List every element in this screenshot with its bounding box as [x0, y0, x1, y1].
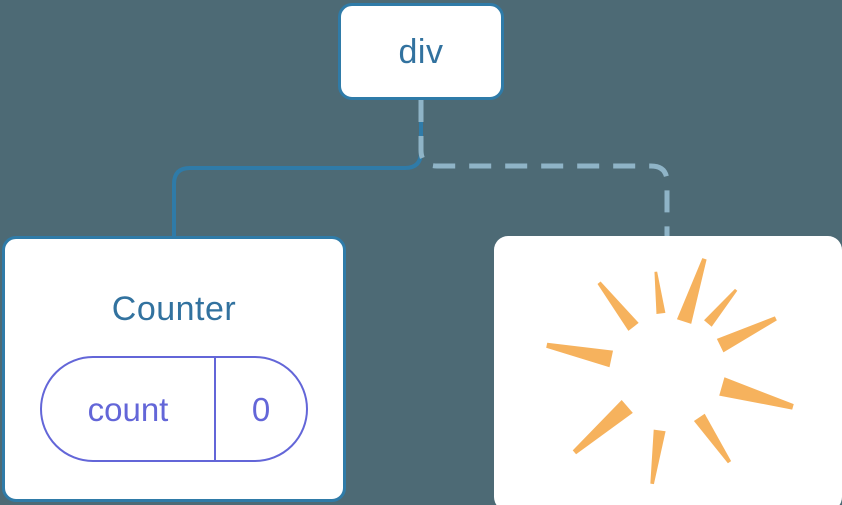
node-output[interactable]: [494, 236, 842, 505]
starburst-ray: [693, 413, 732, 464]
starburst-ray: [704, 288, 738, 327]
edge-div-to-output: [418, 100, 670, 236]
starburst-ray: [676, 258, 707, 324]
state-value-label: 0: [251, 390, 271, 428]
state-key-label: count: [42, 358, 216, 460]
node-counter[interactable]: Counter count 0: [2, 236, 346, 502]
starburst-ray: [546, 342, 614, 368]
starburst-ray: [719, 377, 794, 410]
starburst-icon: [546, 258, 794, 485]
node-div-label: div: [398, 32, 444, 71]
starburst-ray: [650, 429, 666, 485]
starburst-ray: [597, 281, 639, 331]
node-div[interactable]: div: [338, 3, 504, 100]
node-counter-title: Counter: [111, 290, 237, 328]
starburst-ray: [572, 400, 633, 455]
edge-div-to-counter: [172, 98, 423, 238]
starburst-ray: [654, 271, 666, 314]
starburst-ray: [716, 316, 777, 353]
state-pill-count[interactable]: count 0: [40, 356, 308, 462]
